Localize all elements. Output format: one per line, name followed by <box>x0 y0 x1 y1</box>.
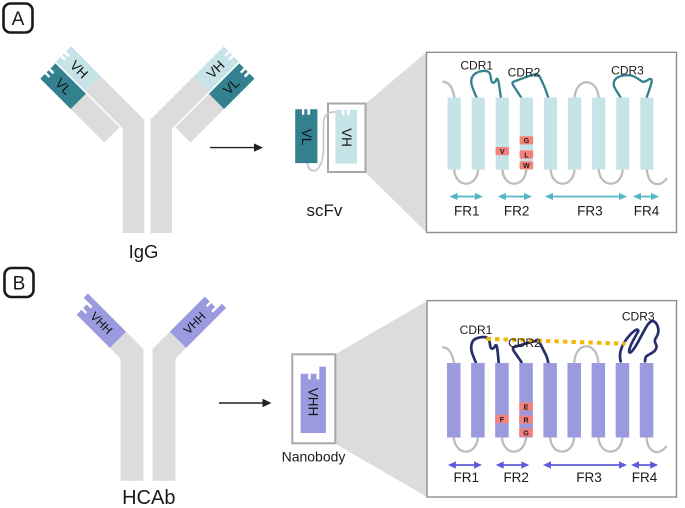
svg-text:FR4: FR4 <box>634 204 660 219</box>
svg-text:R: R <box>523 415 529 424</box>
svg-text:Nanobody: Nanobody <box>282 449 346 465</box>
svg-text:FR2: FR2 <box>504 204 530 219</box>
svg-text:scFv: scFv <box>307 201 343 220</box>
svg-text:W: W <box>523 161 530 170</box>
svg-text:FR1: FR1 <box>454 470 480 485</box>
svg-text:CDR3: CDR3 <box>622 309 655 323</box>
svg-text:CDR1: CDR1 <box>460 59 493 73</box>
svg-text:L: L <box>524 150 529 159</box>
svg-text:F: F <box>500 415 505 424</box>
svg-text:G: G <box>523 428 529 437</box>
svg-text:VH: VH <box>339 128 354 147</box>
svg-text:E: E <box>524 402 529 411</box>
svg-text:HCAb: HCAb <box>122 487 175 508</box>
svg-text:FR4: FR4 <box>632 470 658 485</box>
svg-text:CDR2: CDR2 <box>508 66 541 80</box>
svg-text:FR3: FR3 <box>577 204 603 219</box>
svg-text:CDR3: CDR3 <box>611 64 644 78</box>
svg-text:VHH: VHH <box>306 388 321 417</box>
svg-text:B: B <box>13 274 26 295</box>
svg-text:CDR2: CDR2 <box>508 336 541 350</box>
svg-text:VL: VL <box>299 129 314 146</box>
svg-text:FR3: FR3 <box>576 470 602 485</box>
svg-text:FR2: FR2 <box>503 470 529 485</box>
svg-text:CDR1: CDR1 <box>460 323 493 337</box>
svg-text:V: V <box>500 147 505 156</box>
svg-text:FR1: FR1 <box>454 204 480 219</box>
svg-text:IgG: IgG <box>129 241 159 262</box>
svg-text:G: G <box>524 136 530 145</box>
svg-text:A: A <box>12 9 25 30</box>
